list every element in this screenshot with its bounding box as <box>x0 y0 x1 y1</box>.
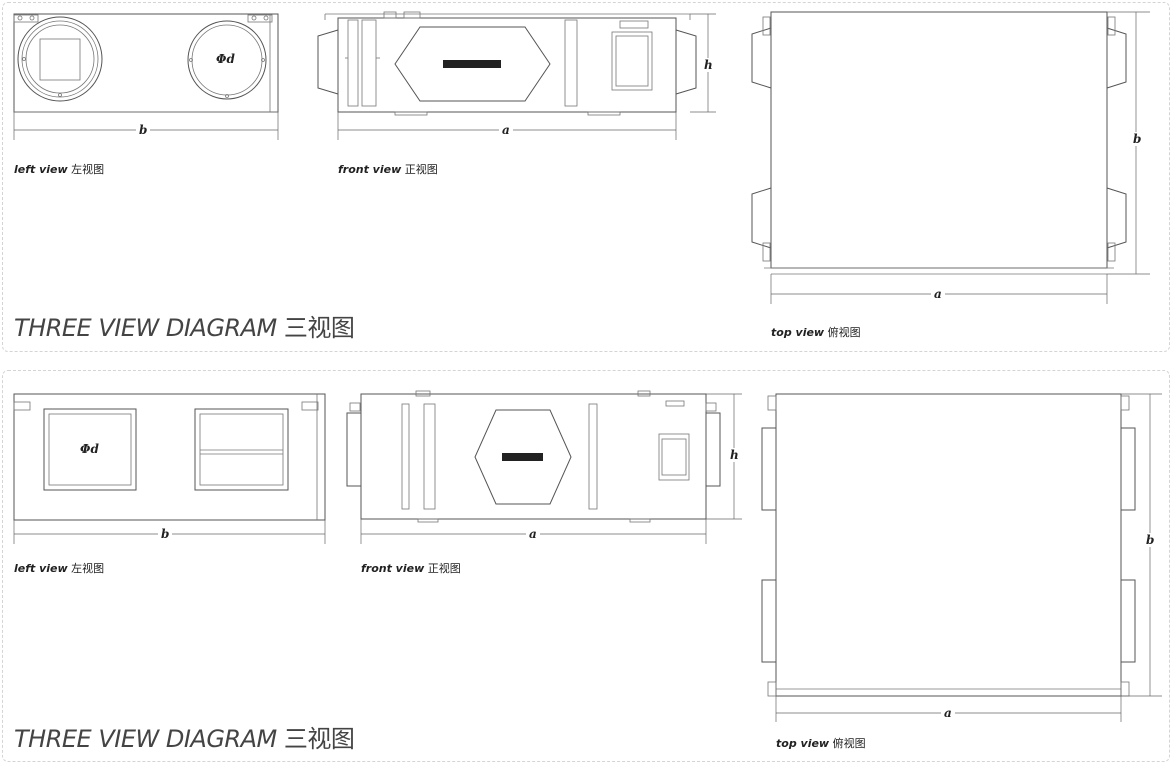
left-view-label-en-2: left view <box>14 562 68 575</box>
front-view-dim-a-2: a <box>526 527 540 541</box>
left-view-dim-d-1: Φd <box>216 52 235 66</box>
diagram-title-1: THREE VIEW DIAGRAM 三视图 <box>14 308 355 343</box>
top-view-dim-a-2: a <box>941 706 955 720</box>
top-view-dim-b-2: b <box>1143 533 1158 547</box>
front-view-drawing-1 <box>317 11 716 140</box>
diagram-title-zh-1: 三视图 <box>283 314 355 342</box>
top-view-label-en-2: top view <box>776 737 830 750</box>
front-view-label-zh-2: 正视图 <box>427 562 461 575</box>
front-view-label-en-2: front view <box>361 562 425 575</box>
top-view-label-en-1: top view <box>771 326 825 339</box>
front-view-dim-h-1: h <box>701 58 716 72</box>
front-view-caption-2: front view 正视图 <box>361 560 461 576</box>
left-view-label-en-1: left view <box>14 163 68 176</box>
left-view-caption-2: left view 左视图 <box>14 560 104 576</box>
diagram-title-en-2: THREE VIEW DIAGRAM <box>14 725 277 753</box>
front-view-dim-h-2: h <box>727 448 742 462</box>
top-view-drawing-1 <box>751 11 1150 304</box>
top-view-label-zh-2: 俯视图 <box>832 737 866 750</box>
diagram-title-en-1: THREE VIEW DIAGRAM <box>14 314 277 342</box>
top-view-dim-b-1: b <box>1130 132 1145 146</box>
diagram-title-2: THREE VIEW DIAGRAM 三视图 <box>14 719 355 754</box>
diagram-panel-2 <box>2 370 1170 762</box>
left-view-drawing-2 <box>13 393 326 544</box>
top-view-caption-2: top view 俯视图 <box>776 735 866 751</box>
left-view-dim-b-1: b <box>136 123 151 137</box>
front-view-label-zh-1: 正视图 <box>404 163 438 176</box>
left-view-dim-b-2: b <box>158 527 173 541</box>
left-view-label-zh-2: 左视图 <box>71 562 105 575</box>
front-view-drawing-2 <box>346 390 742 544</box>
diagram-panel-1 <box>2 2 1170 352</box>
top-view-drawing-2 <box>761 393 1162 722</box>
front-view-caption-1: front view 正视图 <box>338 161 438 177</box>
left-view-drawing-1 <box>13 13 279 140</box>
front-view-label-en-1: front view <box>338 163 402 176</box>
left-view-caption-1: left view 左视图 <box>14 161 104 177</box>
diagram-title-zh-2: 三视图 <box>283 725 355 753</box>
left-view-label-zh-1: 左视图 <box>71 163 105 176</box>
top-view-dim-a-1: a <box>931 287 945 301</box>
front-view-dim-a-1: a <box>499 123 513 137</box>
top-view-label-zh-1: 俯视图 <box>827 326 861 339</box>
left-view-dim-d-2: Φd <box>80 442 99 456</box>
top-view-caption-1: top view 俯视图 <box>771 324 861 340</box>
